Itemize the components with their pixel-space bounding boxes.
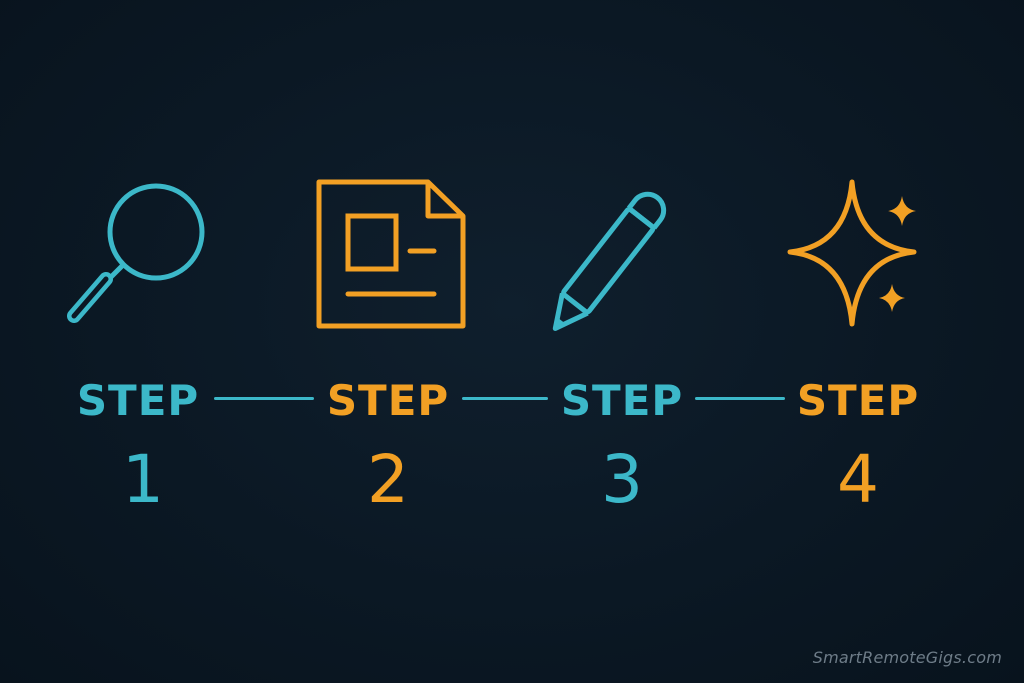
watermark: SmartRemoteGigs.com	[812, 648, 1002, 667]
connector-1-2	[214, 397, 314, 400]
pencil-icon	[552, 191, 667, 331]
step-2-label: STEP	[326, 376, 450, 425]
step-3-label: STEP	[560, 376, 684, 425]
step-4-label: STEP	[796, 376, 920, 425]
document-icon	[316, 179, 466, 329]
connector-3-4	[695, 397, 785, 400]
step-3-number: 3	[601, 441, 643, 518]
step-1-number: 1	[122, 441, 164, 518]
magnifier-icon	[67, 183, 205, 323]
step-4-number: 4	[837, 441, 879, 518]
connector-2-3	[462, 397, 548, 400]
sparkle-icon	[787, 179, 917, 327]
step-1-label: STEP	[76, 376, 200, 425]
step-2-number: 2	[367, 441, 409, 518]
